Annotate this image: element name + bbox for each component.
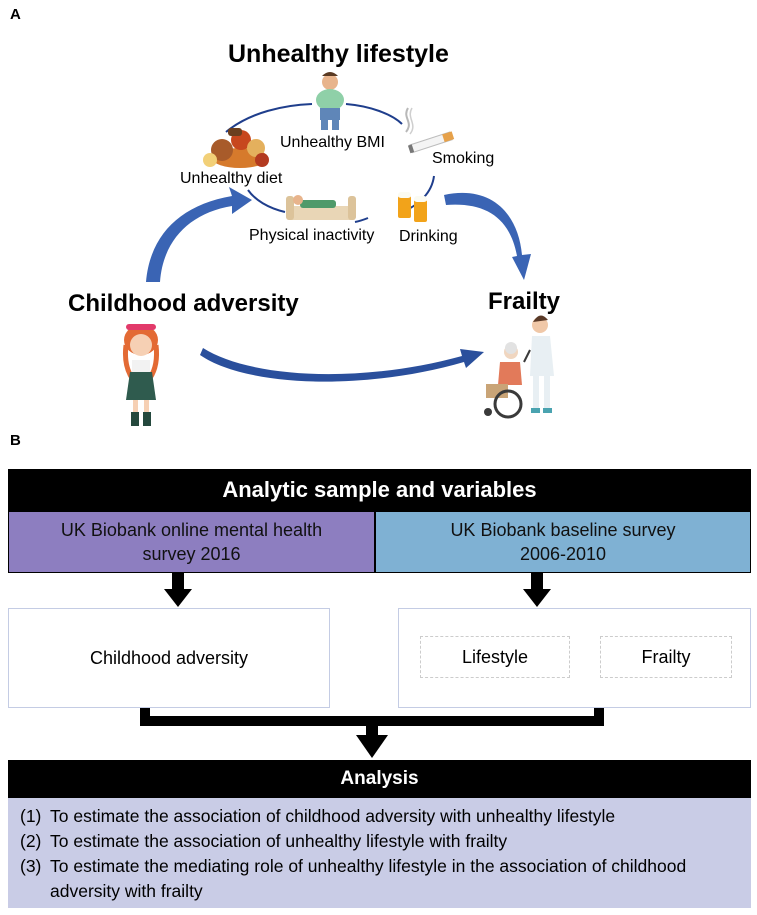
- junk-food-icon: [203, 128, 269, 168]
- source-baseline-survey-text: UK Biobank baseline survey 2006-2010: [450, 520, 676, 564]
- analysis-item-text: To estimate the association of unhealthy…: [50, 831, 508, 851]
- analysis-header: Analysis: [8, 760, 751, 798]
- panel-a-label: A: [10, 6, 21, 23]
- analysis-item: (2) To estimate the association of unhea…: [20, 829, 751, 854]
- childhood-adversity-box: Childhood adversity: [8, 608, 330, 708]
- analysis-item-text: To estimate the association of childhood…: [50, 806, 616, 826]
- wheelchair-elderly-icon: [484, 315, 554, 419]
- unhealthy-lifestyle-title: Unhealthy lifestyle: [228, 40, 449, 68]
- arrow-adversity-to-frailty: [200, 348, 484, 382]
- analytic-sample-header: Analytic sample and variables: [8, 469, 751, 511]
- childhood-adversity-variable: Childhood adversity: [89, 647, 249, 668]
- factor-label-inactivity: Physical inactivity: [249, 227, 375, 244]
- factor-label-bmi: Unhealthy BMI: [280, 134, 385, 151]
- analysis-item-number: (1): [20, 806, 42, 826]
- analysis-item-number: (3): [20, 856, 42, 876]
- crying-child-icon: [123, 324, 159, 426]
- merge-connector: [140, 708, 604, 758]
- frailty-variable: Frailty: [641, 646, 691, 667]
- factor-label-drinking: Drinking: [399, 228, 458, 245]
- analysis-item-text: To estimate the mediating role of unheal…: [50, 856, 687, 901]
- factor-label-diet: Unhealthy diet: [180, 170, 283, 187]
- analysis-item: (3) To estimate the mediating role of un…: [20, 854, 751, 904]
- panel-a-diagram: [123, 72, 554, 426]
- down-arrow-right: [523, 573, 551, 607]
- source-online-survey: UK Biobank online mental health survey 2…: [8, 511, 375, 573]
- source-baseline-survey: UK Biobank baseline survey 2006-2010: [375, 511, 751, 573]
- analysis-item: (1) To estimate the association of child…: [20, 804, 751, 829]
- cigarette-icon: [405, 107, 455, 154]
- couch-person-icon: [286, 195, 356, 220]
- panel-b-label: B: [10, 432, 21, 449]
- analysis-list: (1) To estimate the association of child…: [8, 798, 751, 908]
- arrow-adversity-to-lifestyle: [146, 187, 252, 282]
- factor-label-smoking: Smoking: [432, 150, 495, 167]
- panel-b-connectors: [140, 573, 604, 758]
- analysis-item-number: (2): [20, 831, 42, 851]
- beer-mugs-icon: [398, 192, 427, 222]
- down-arrow-left: [164, 573, 192, 607]
- frailty-variable-box: Frailty: [600, 636, 732, 678]
- lifestyle-variable-box: Lifestyle: [420, 636, 570, 678]
- source-online-survey-text: UK Biobank online mental health survey 2…: [60, 520, 323, 564]
- arrow-lifestyle-to-frailty: [444, 192, 531, 280]
- childhood-adversity-label: Childhood adversity: [68, 290, 299, 317]
- frailty-label: Frailty: [488, 288, 561, 315]
- overweight-person-icon: [316, 72, 344, 130]
- lifestyle-variable: Lifestyle: [461, 646, 529, 667]
